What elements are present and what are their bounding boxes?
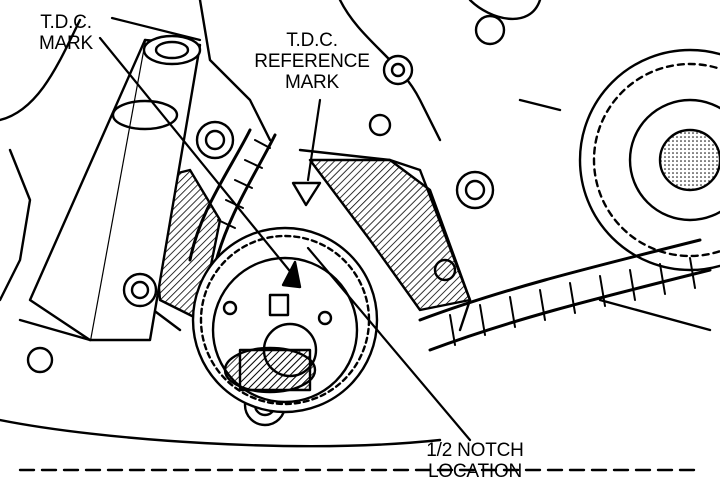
tdc-mark-label-line1: T.D.C. xyxy=(40,12,92,33)
tdc-reference-label-line1: T.D.C. xyxy=(286,30,338,51)
timing-belt xyxy=(188,128,712,352)
camshaft-sprocket-right xyxy=(578,48,720,272)
half-notch-location-label: 1/2 NOTCH LOCATION xyxy=(400,440,550,482)
crankshaft-sprocket xyxy=(191,226,379,414)
bolt-heads xyxy=(26,14,506,427)
tdc-reference-label-line3: MARK xyxy=(284,72,340,93)
tdc-reference-label-line2: REFERENCE xyxy=(254,51,370,72)
timing-cover-shading xyxy=(308,158,472,312)
tdc-mark-label-line2: MARK xyxy=(38,33,94,54)
tdc-reference-arrow xyxy=(291,181,322,207)
leader-lines xyxy=(98,16,472,442)
tdc-mark-label: T.D.C. MARK xyxy=(22,12,110,54)
holding-tool xyxy=(18,34,202,342)
half-notch-label-line2: LOCATION xyxy=(427,461,523,482)
tdc-reference-mark-label: T.D.C. REFERENCE MARK xyxy=(250,30,374,93)
half-notch-label-line1: 1/2 NOTCH xyxy=(426,440,524,461)
